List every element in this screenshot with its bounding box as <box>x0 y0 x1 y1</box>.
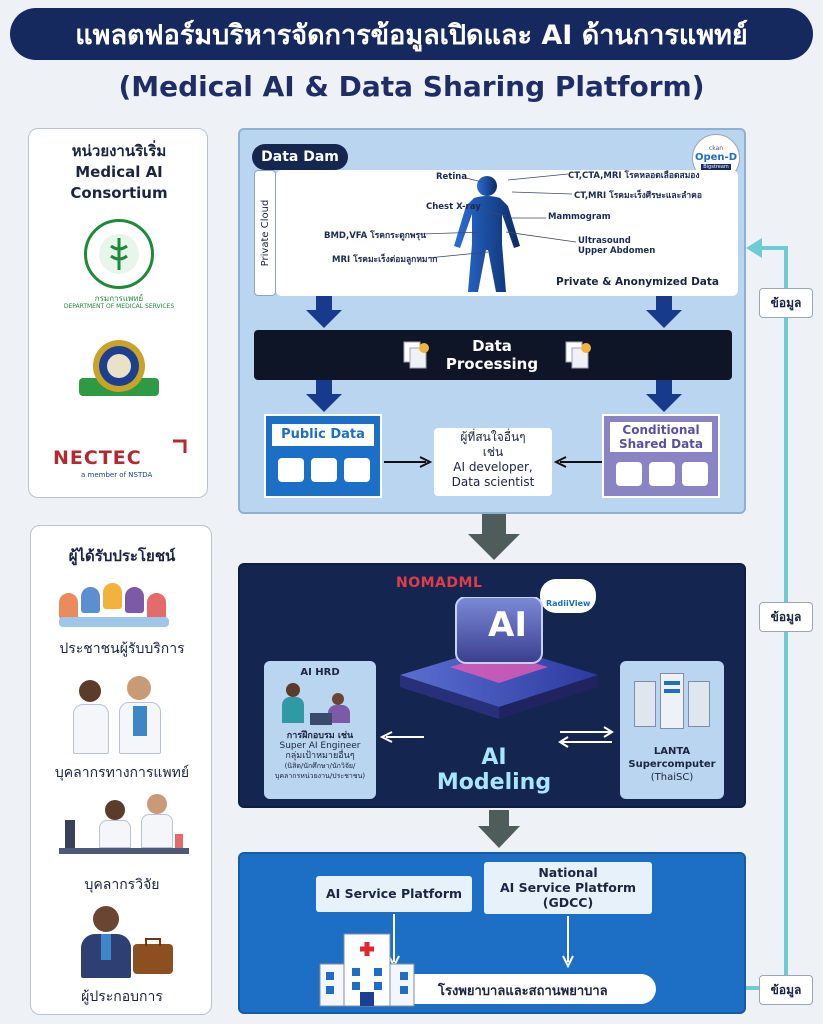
beneficiary-citizens: ประชาชนผู้รับบริการ <box>59 641 185 657</box>
data-consumers-box: ผู้ที่สนใจอื่นๆ เช่น AI developer, Data … <box>434 428 552 496</box>
feedback-label-top: ข้อมูล <box>759 288 813 318</box>
hospital-icon <box>319 933 415 1007</box>
beneficiary-entrepreneurs: ผู้ประกอบการ <box>81 989 163 1005</box>
initiators-panel: หน่วยงานริเริ่ม Medical AI Consortium กร… <box>28 128 208 498</box>
conditional-line-2: Shared Data <box>619 437 703 451</box>
initiators-heading-3: Consortium <box>70 184 168 202</box>
private-cloud-tag: Private Cloud <box>254 170 276 296</box>
initiators-heading-2: Medical AI <box>75 163 163 181</box>
label-mammogram: Mammogram <box>548 212 611 222</box>
data-dam-title: Data Dam <box>252 144 348 170</box>
label-ultrasound: Ultrasound Upper Abdomen <box>578 236 656 256</box>
public-data-box: Public Data <box>264 414 382 498</box>
processing-line-1: Data <box>472 337 512 355</box>
lanta-card: LANTA Supercomputer (ThaiSC) <box>620 661 724 799</box>
hrd-line-1: การฝึกอบรม เช่น <box>286 731 354 741</box>
supercomputer-icon <box>634 671 710 733</box>
arrow-right-icon <box>384 456 433 468</box>
label-chest-xray: Chest X-ray <box>426 202 481 212</box>
processing-docs-icon <box>564 340 592 374</box>
ai-chip-label: AI <box>488 605 527 645</box>
dms-name-en: DEPARTMENT OF MEDICAL SERVICES <box>63 303 175 310</box>
flow-arrow-down-icon <box>478 810 520 848</box>
bidirectional-arrow-icon <box>558 726 614 748</box>
arrow-down-icon <box>306 296 342 328</box>
page-subtitle: (Medical AI & Data Sharing Platform) <box>118 70 705 103</box>
body-leader-lines <box>421 173 577 259</box>
processing-docs-icon <box>402 340 430 374</box>
ai-modeling-panel: NOMADML RadiiView AI AI Modeling AI HRD … <box>238 563 746 808</box>
conditional-data-box: Conditional Shared Data <box>602 414 720 498</box>
processing-line-2: Processing <box>445 355 539 373</box>
initiators-heading-1: หน่วยงานริเริ่ม <box>71 142 167 160</box>
private-anonymized-label: Private & Anonymized Data <box>556 276 719 288</box>
arrow-down-icon <box>646 296 682 328</box>
nectec-tagline: a member of NSTDA <box>81 471 153 479</box>
feedback-label-bottom: ข้อมูล <box>759 975 813 1005</box>
arrow-down-icon <box>562 916 574 969</box>
arrow-left-icon <box>553 456 602 468</box>
arrow-down-icon <box>306 380 342 412</box>
modeling-title-2: Modeling <box>436 770 552 795</box>
radiiview-logo: RadiiView <box>546 599 591 608</box>
data-processing-bar: Data Processing <box>254 330 732 380</box>
hrd-line-2: Super AI Engineer <box>279 741 361 751</box>
dms-name-th: กรมการแพทย์ <box>94 294 144 303</box>
national-line-3: (GDCC) <box>542 895 594 910</box>
lanta-line-1: LANTA <box>653 746 691 757</box>
beneficiary-researchers: บุคลากรวิจัย <box>84 877 160 893</box>
national-line-2: AI Service Platform <box>499 880 637 895</box>
radiiview-cloud-icon <box>540 579 596 613</box>
hospital-seal-icon <box>77 334 161 404</box>
ai-hrd-card: AI HRD การฝึกอบรม เช่น Super AI Engineer… <box>264 661 376 799</box>
ai-hrd-title: AI HRD <box>300 667 340 678</box>
label-ct-mri-head: CT,MRI โรคมะเร็งศีรษะและลำคอ <box>574 191 702 201</box>
lanta-line-2: Supercomputer <box>628 759 716 770</box>
nectec-logo: NECTEC <box>53 447 142 469</box>
page-title: แพลตฟอร์มบริหารจัดการข้อมูลเปิดและ AI ด้… <box>10 8 813 60</box>
entrepreneur-icon <box>79 906 175 978</box>
consumers-line-4: Data scientist <box>451 475 535 489</box>
hrd-line-5: บุคลากรหน่วยงาน/ประชาชน) <box>274 772 366 780</box>
label-bmd-vfa: BMD,VFA โรคกระดูกพรุน <box>324 231 426 241</box>
label-ct-cta-mri: CT,CTA,MRI โรคหลอดเลือดสมอง <box>568 171 700 181</box>
label-mri-cervix: MRI โรคมะเร็งต่อมลูกหมาก <box>332 255 438 265</box>
arrow-left-icon <box>379 731 424 743</box>
doctors-icon <box>71 676 171 756</box>
ckan-label: ckan <box>708 145 724 152</box>
private-cloud-label: Private Cloud <box>260 199 271 267</box>
hospital-label: โรงพยาบาลและสถานพยาบาล <box>438 984 608 999</box>
conditional-line-1: Conditional <box>622 423 700 437</box>
ai-service-platform: AI Service Platform <box>316 876 472 912</box>
flow-arrow-down-icon <box>468 514 520 560</box>
hrd-line-4: (นิสิต/นักศึกษา/นักวิจัย/ <box>284 762 356 770</box>
arrow-down-icon <box>646 380 682 412</box>
national-line-1: National <box>538 865 598 880</box>
public-data-label: Public Data <box>272 424 374 446</box>
human-body-icon <box>454 176 520 292</box>
modeling-title-1: AI <box>481 745 507 770</box>
beneficiary-medical-staff: บุคลากรทางการแพทย์ <box>54 765 190 781</box>
open-d-label: Open-D <box>694 152 737 163</box>
nomadml-logo: NOMADML <box>396 575 483 591</box>
citizens-icon <box>59 581 189 631</box>
training-people-icon <box>280 681 360 727</box>
beneficiaries-panel: ผู้ได้รับประโยชน์ ประชาชนผู้รับบริการ บุ… <box>30 525 212 1015</box>
consumers-line-3: AI developer, <box>453 460 533 474</box>
hrd-line-3: กลุ่มเป้าหมายอื่นๆ <box>285 751 355 761</box>
beneficiaries-heading: ผู้ได้รับประโยชน์ <box>68 547 176 565</box>
bigstream-label: Bigstream <box>701 164 731 171</box>
service-panel: AI Service Platform National AI Service … <box>238 852 746 1014</box>
ai-chip-icon <box>400 597 598 719</box>
nectec-arrow-icon <box>171 437 191 461</box>
researchers-icon <box>59 794 189 866</box>
consumers-line-1: ผู้ที่สนใจอื่นๆ <box>460 430 526 444</box>
lanta-line-3: (ThaiSC) <box>650 772 694 783</box>
consumers-line-2: เช่น <box>482 445 504 459</box>
label-retina: Retina <box>436 172 468 182</box>
data-dam-body: Retina CT,CTA,MRI โรคหลอดเลือดสมอง CT,MR… <box>276 170 738 296</box>
moph-logo-icon <box>84 219 154 289</box>
feedback-label-middle: ข้อมูล <box>759 602 813 632</box>
data-dam-panel: Data Dam ckan Open-D Bigstream Private C… <box>238 128 746 514</box>
